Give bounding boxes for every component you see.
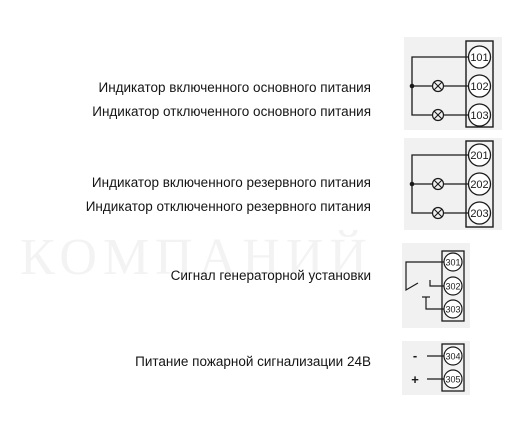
terminal-label: 301: [445, 258, 460, 268]
terminal-label: 102: [470, 81, 488, 93]
plus-sign: +: [411, 372, 419, 387]
terminal-304: 304: [443, 346, 463, 366]
terminal-301: 301: [443, 252, 463, 272]
terminal-label: 305: [445, 375, 460, 385]
generator-wiring: 301 302 303: [405, 250, 465, 322]
label-reserve-on: Индикатор включенного резервного питания: [91, 175, 371, 190]
minus-sign: -: [413, 348, 417, 363]
terminal-103: 103: [467, 103, 492, 127]
terminal-202: 202: [467, 172, 492, 196]
terminal-302: 302: [443, 276, 463, 296]
lamp-icon: [431, 108, 445, 122]
terminal-305: 305: [443, 369, 463, 389]
reserve-power-wiring: 201 202 203: [409, 140, 494, 228]
fire-alarm-terminal-block: 304 305 - +: [402, 341, 470, 395]
lamp-icon: [431, 177, 445, 191]
terminal-label: 203: [470, 208, 488, 220]
label-fire-alarm: Питание пожарной сигнализации 24В: [135, 354, 371, 369]
label-reserve-off: Индикатор отключенного резервного питани…: [85, 199, 371, 214]
terminal-label: 101: [470, 52, 488, 64]
terminal-303: 303: [443, 299, 463, 319]
terminal-102: 102: [467, 74, 492, 98]
terminal-label: 303: [445, 305, 460, 315]
terminal-201: 201: [467, 143, 492, 167]
main-power-wiring: 101 102 103: [409, 40, 494, 128]
terminal-label: 202: [470, 179, 488, 191]
main-power-terminal-block: 101 102 103: [404, 37, 502, 130]
terminal-label: 302: [445, 282, 460, 292]
reserve-power-terminal-block: 201 202 203: [404, 138, 502, 230]
fire-alarm-wiring: 304 305 - +: [411, 343, 465, 392]
lamp-icon: [431, 79, 445, 93]
label-generator: Сигнал генераторной установки: [170, 268, 371, 283]
terminal-label: 304: [445, 352, 460, 362]
label-main-on: Индикатор включенного основного питания: [98, 80, 371, 95]
lamp-icon: [431, 206, 445, 220]
terminal-101: 101: [467, 45, 492, 69]
terminal-label: 201: [470, 150, 488, 162]
terminal-label: 103: [470, 110, 488, 122]
generator-terminal-block: 301 302 303: [402, 243, 470, 328]
terminal-203: 203: [467, 201, 492, 225]
label-main-off: Индикатор отключенного основного питания: [92, 104, 371, 119]
